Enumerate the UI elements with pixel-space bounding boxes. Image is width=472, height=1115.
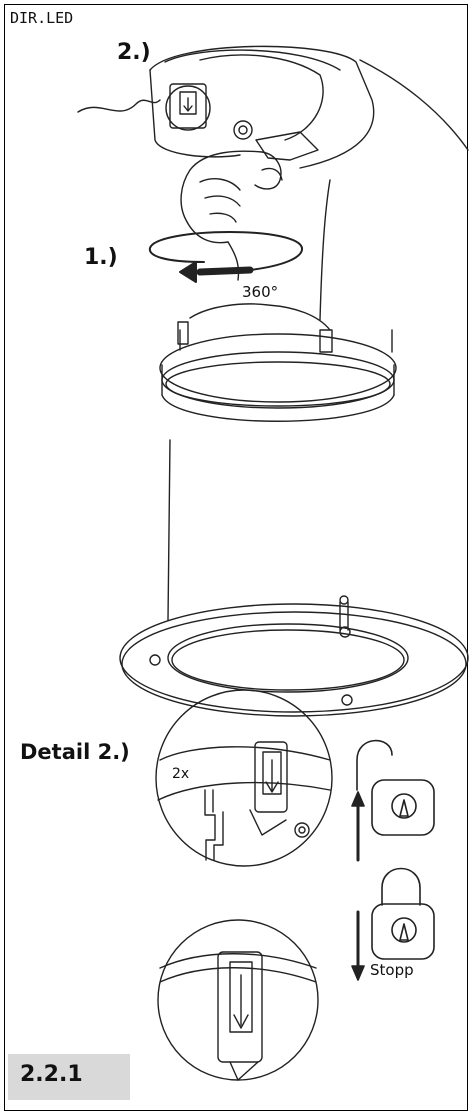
lock-icon bbox=[351, 867, 435, 981]
detail-circle-unlock bbox=[155, 689, 333, 867]
quantity-label: 2x bbox=[172, 766, 190, 782]
section-badge: 2.2.1 bbox=[8, 1054, 130, 1100]
step-2-label: 2.) bbox=[117, 40, 151, 65]
hand-illustration bbox=[180, 150, 283, 281]
detail-circle-lock bbox=[157, 919, 319, 1081]
rotation-angle-label: 360° bbox=[242, 283, 279, 301]
ceiling-opening-illustration bbox=[77, 45, 469, 321]
rotation-arrow-icon bbox=[148, 231, 303, 283]
unlock-icon bbox=[351, 739, 435, 862]
detail-title: Detail 2.) bbox=[20, 740, 130, 764]
safety-cable bbox=[167, 439, 171, 621]
luminaire-body-illustration bbox=[159, 303, 397, 422]
section-number: 2.2.1 bbox=[20, 1062, 83, 1087]
product-label: DIR.LED bbox=[10, 9, 74, 27]
diagram-frame bbox=[4, 4, 468, 1111]
stop-label: Stopp bbox=[370, 961, 414, 979]
cover-ring-illustration bbox=[119, 595, 469, 717]
step-1-label: 1.) bbox=[84, 245, 118, 270]
